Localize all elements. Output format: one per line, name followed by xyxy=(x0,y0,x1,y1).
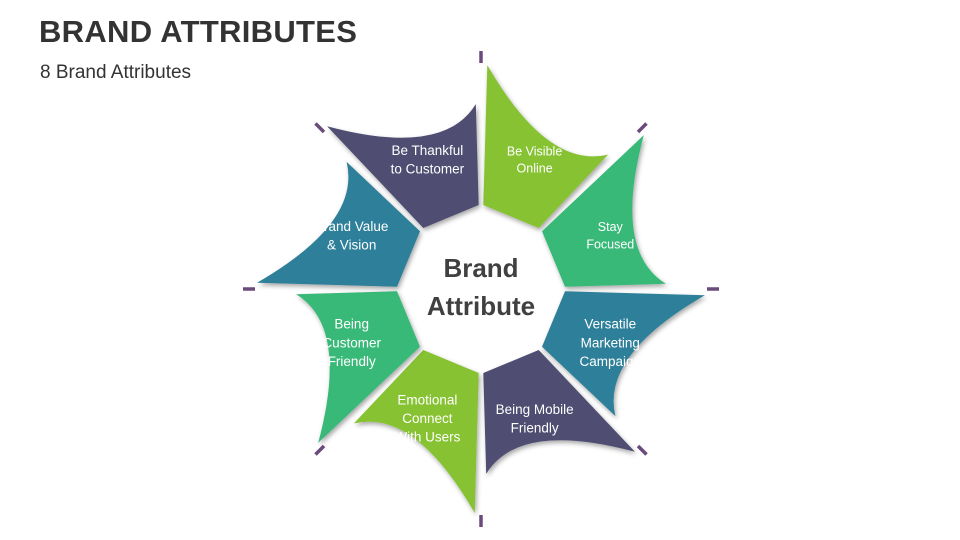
segment-3 xyxy=(542,291,705,417)
segment-2 xyxy=(542,135,666,287)
segment-5-label-line-3: With Users xyxy=(394,430,460,445)
divider-ticks xyxy=(243,51,719,527)
divider-tick-2 xyxy=(636,122,648,134)
segment-1-label-line-2: Online xyxy=(517,162,553,176)
segment-8-label-line-2: to Customer xyxy=(391,162,465,177)
segment-6-label-line-1: Being xyxy=(334,317,369,332)
segment-2-label-line-1: Stay xyxy=(598,220,624,234)
segment-7-label-line-1: Brand Value xyxy=(315,219,388,234)
center-label-line-2: Attribute xyxy=(427,291,535,321)
segment-6-label-line-3: Friendly xyxy=(328,354,376,369)
segment-3-label-line-3: Campaign xyxy=(580,354,642,369)
segment-5 xyxy=(353,350,479,513)
center-label-line-1: Brand xyxy=(443,253,518,283)
segment-2-label-line-2: Focused xyxy=(586,237,634,251)
segment-6-label-line-2: Customer xyxy=(322,335,381,350)
slide-subtitle: 8 Brand Attributes xyxy=(40,62,192,83)
segment-5-label-line-1: Emotional xyxy=(397,392,457,407)
segment-4-label-line-1: Being Mobile xyxy=(496,402,574,417)
segment-5-label-line-2: Connect xyxy=(402,411,453,426)
segment-3-label-line-2: Marketing xyxy=(581,335,640,350)
segment-8 xyxy=(327,104,479,228)
segment-8-label-line-1: Be Thankful xyxy=(391,143,463,158)
segment-3-label-line-1: Versatile xyxy=(584,317,636,332)
segment-4 xyxy=(483,350,635,474)
center-hub: Brand Attribute xyxy=(427,253,535,321)
segment-7-label-line-2: & Vision xyxy=(327,238,376,253)
divider-tick-4 xyxy=(636,444,648,456)
divider-tick-8 xyxy=(314,122,326,134)
segment-1-label-line-1: Be Visible xyxy=(507,144,562,158)
segment-1 xyxy=(483,65,609,228)
segment-4-label-line-2: Friendly xyxy=(511,420,559,435)
segment-7 xyxy=(257,161,420,287)
segments-group: Be VisibleOnlineStayFocusedVersatileMark… xyxy=(257,65,705,513)
slide-title: BRAND ATTRIBUTES xyxy=(39,14,358,49)
divider-tick-6 xyxy=(314,444,326,456)
segment-6 xyxy=(296,291,420,443)
